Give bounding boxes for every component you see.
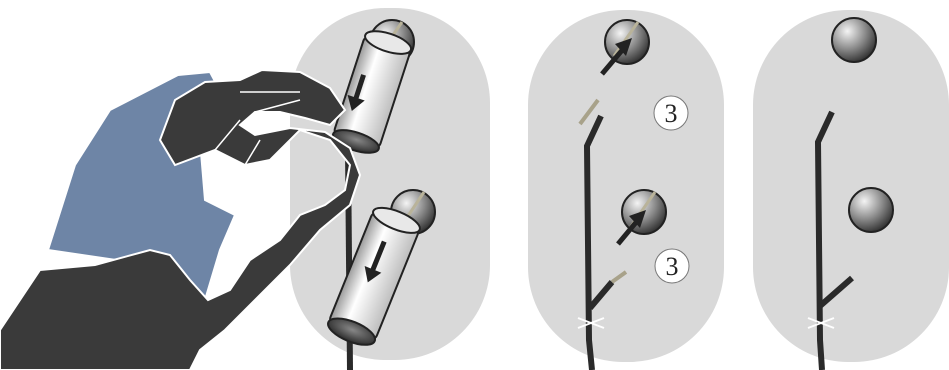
glove-hand-icon bbox=[0, 68, 362, 370]
wire bbox=[583, 114, 604, 370]
hole-icon bbox=[848, 187, 894, 233]
tube-icon bbox=[331, 30, 413, 154]
crimp-mark bbox=[807, 317, 835, 329]
step-panel-2: 3 3 bbox=[528, 10, 724, 370]
glove-body bbox=[0, 68, 362, 370]
wire-branch bbox=[818, 275, 854, 309]
step-panel-3 bbox=[753, 10, 949, 370]
arrow-down-icon bbox=[364, 240, 387, 283]
svg-text:3: 3 bbox=[666, 252, 679, 281]
wire-branch bbox=[587, 280, 615, 310]
hole-icon bbox=[831, 17, 877, 63]
crimp-mark bbox=[577, 317, 605, 329]
step-label-lower: 3 bbox=[654, 248, 690, 284]
step-panel-1 bbox=[290, 8, 490, 370]
wire-tip bbox=[610, 270, 628, 284]
panel-background bbox=[290, 8, 490, 360]
arrow-up-icon bbox=[616, 210, 646, 246]
wire bbox=[814, 110, 835, 370]
arrow-up-icon bbox=[600, 38, 632, 76]
svg-text:3: 3 bbox=[665, 99, 678, 128]
arrow-down-icon bbox=[347, 74, 366, 112]
panel-background bbox=[753, 10, 949, 362]
step-label-upper: 3 bbox=[653, 95, 689, 131]
